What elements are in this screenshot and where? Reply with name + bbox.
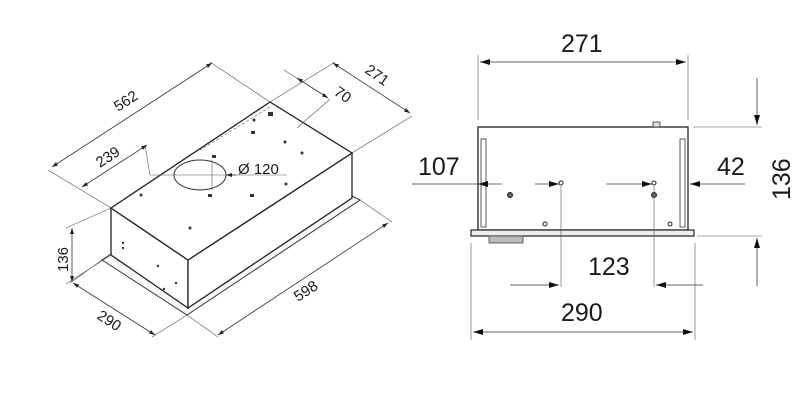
label-239: 239 (93, 143, 123, 171)
label-290-iso: 290 (94, 307, 124, 335)
bottom-plate (470, 229, 695, 237)
label-136-iso: 136 (55, 247, 72, 272)
extension-lines (470, 55, 762, 340)
dim-line-598 (217, 222, 389, 336)
dim-line-239 (81, 144, 148, 188)
label-562: 562 (111, 87, 141, 115)
screw-holes (507, 180, 673, 227)
isometric-view: 562 271 70 239 Ø 120 136 290 598 (47, 61, 413, 338)
label-271: 271 (561, 30, 603, 58)
front-view: 271 136 107 42 123 290 (412, 30, 796, 340)
label-diameter-120: Ø 120 (238, 161, 279, 178)
label-271-iso: 271 (362, 61, 392, 89)
dim-line-70 (296, 77, 329, 99)
extension-lines (47, 61, 413, 338)
dim-line-271-iso (332, 62, 411, 114)
label-42: 42 (717, 153, 745, 181)
label-290: 290 (561, 299, 603, 327)
label-123: 123 (588, 253, 630, 281)
label-70: 70 (331, 83, 354, 106)
hidden-line (199, 106, 271, 151)
label-598: 598 (291, 277, 321, 305)
right-rail (679, 138, 686, 228)
dim-line-290-iso (72, 282, 156, 336)
screw-holes (121, 112, 304, 291)
hood-body (477, 126, 689, 231)
dim-line-562 (51, 62, 213, 168)
top-connector (652, 121, 661, 128)
control-strip (488, 235, 524, 244)
label-107: 107 (418, 153, 460, 181)
label-136: 136 (768, 158, 796, 200)
